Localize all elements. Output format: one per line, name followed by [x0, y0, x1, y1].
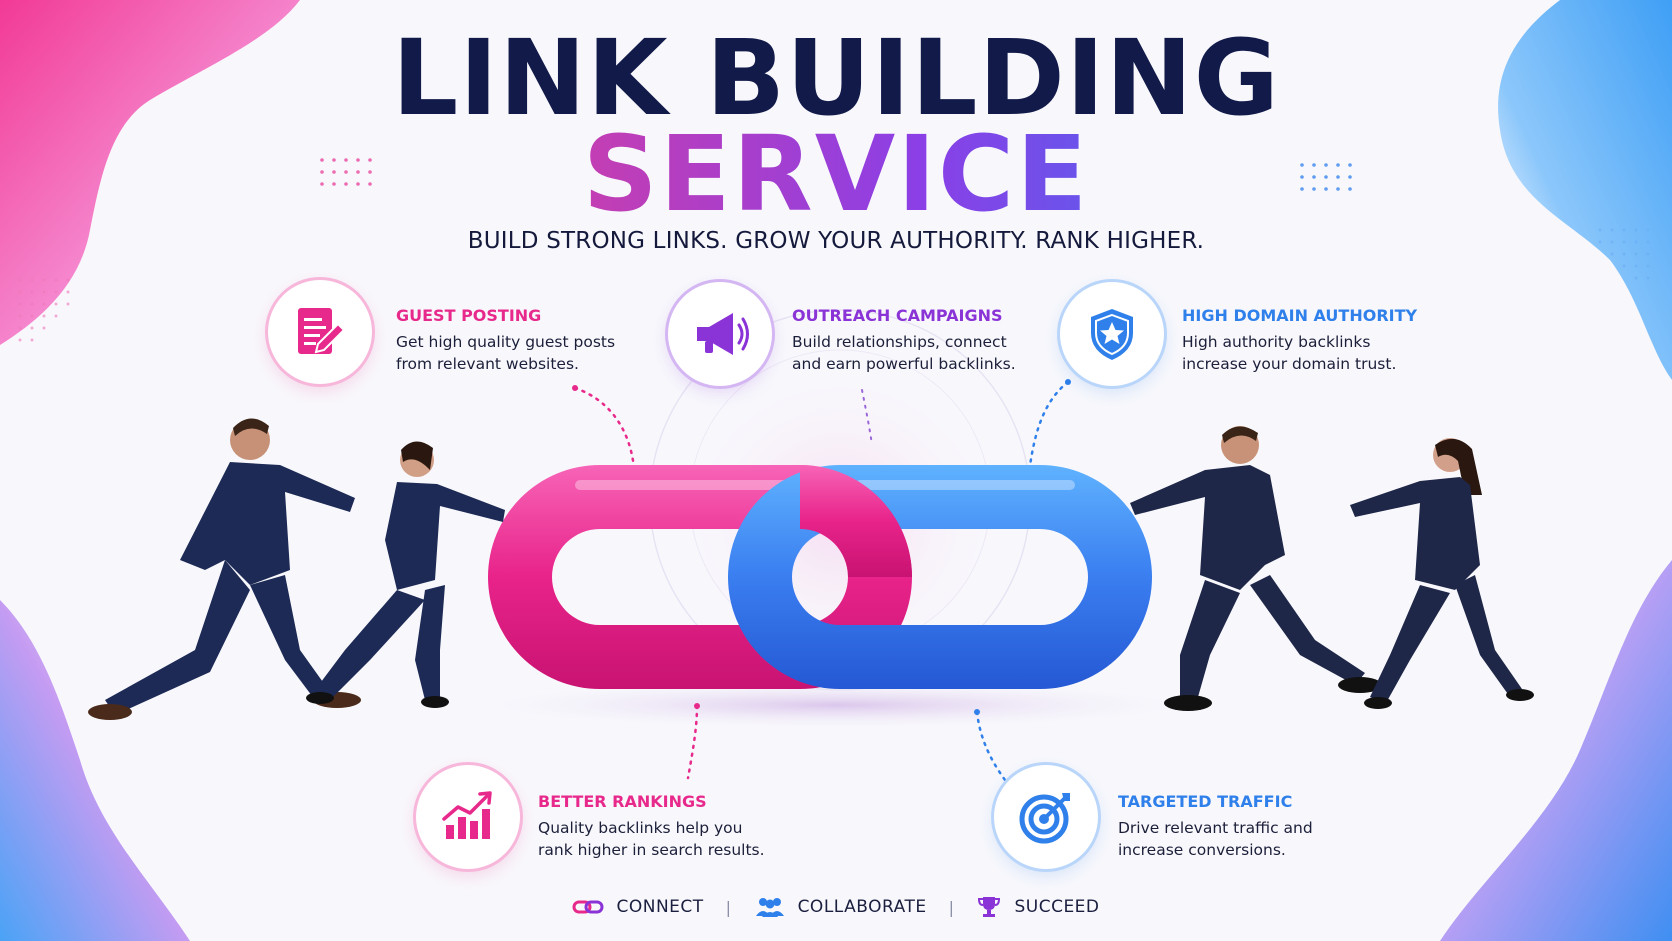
- authority-title: HIGH DOMAIN AUTHORITY: [1182, 306, 1418, 325]
- footer-collaborate: COLLABORATE: [754, 896, 927, 918]
- rankings-desc-line2: rank higher in search results.: [538, 841, 765, 859]
- growth-chart-icon: [442, 791, 492, 839]
- guest-posting-icon-badge: [268, 280, 372, 384]
- guest-posting-title: GUEST POSTING: [396, 306, 542, 325]
- traffic-icon-badge: [994, 765, 1098, 869]
- authority-icon-badge: [1060, 282, 1164, 386]
- megaphone-icon: [697, 313, 749, 355]
- chain-link-icon: [572, 900, 604, 914]
- tagline: BUILD STRONG LINKS. GROW YOUR AUTHORITY.…: [467, 228, 1205, 254]
- footer-connect-label: CONNECT: [616, 897, 704, 917]
- guest-posting-desc-line1: Get high quality guest posts: [396, 333, 616, 351]
- outreach-desc-line2: and earn powerful backlinks.: [792, 355, 1016, 373]
- traffic-desc-line2: increase conversions.: [1118, 841, 1286, 859]
- rankings-desc-line1: Quality backlinks help you: [538, 819, 743, 837]
- team-icon: [755, 898, 784, 917]
- page-title-line1: LINK BUILDING: [392, 17, 1280, 139]
- trophy-icon: [978, 897, 1001, 917]
- traffic-title: TARGETED TRAFFIC: [1118, 792, 1293, 811]
- authority-desc-line2: increase your domain trust.: [1182, 355, 1397, 373]
- footer-connect: CONNECT: [572, 897, 703, 917]
- rankings-icon-badge: [416, 765, 520, 869]
- page-title-line2: SERVICE: [0, 122, 1672, 226]
- left-team-illustration: [88, 418, 505, 720]
- outreach-title: OUTREACH CAMPAIGNS: [792, 306, 1003, 325]
- chain-link-graphic: [488, 465, 1152, 689]
- footer-succeed: SUCCEED: [976, 895, 1099, 919]
- shield-star-icon: [1091, 309, 1133, 360]
- guest-posting-desc-line2: from relevant websites.: [396, 355, 579, 373]
- footer-separator: |: [948, 897, 955, 917]
- footer-collaborate-label: COLLABORATE: [797, 897, 927, 917]
- target-icon: [1019, 793, 1070, 844]
- outreach-desc-line1: Build relationships, connect: [792, 333, 1007, 351]
- document-pencil-icon: [298, 308, 346, 354]
- rankings-title: BETTER RANKINGS: [538, 792, 707, 811]
- traffic-desc-line1: Drive relevant traffic and: [1118, 819, 1313, 837]
- right-team-illustration: [1130, 426, 1534, 711]
- footer-values: CONNECT | COLLABORATE | SUCCEED: [0, 895, 1672, 919]
- authority-desc-line1: High authority backlinks: [1182, 333, 1371, 351]
- footer-succeed-label: SUCCEED: [1014, 897, 1100, 917]
- footer-separator: |: [725, 897, 732, 917]
- outreach-icon-badge: [668, 282, 772, 386]
